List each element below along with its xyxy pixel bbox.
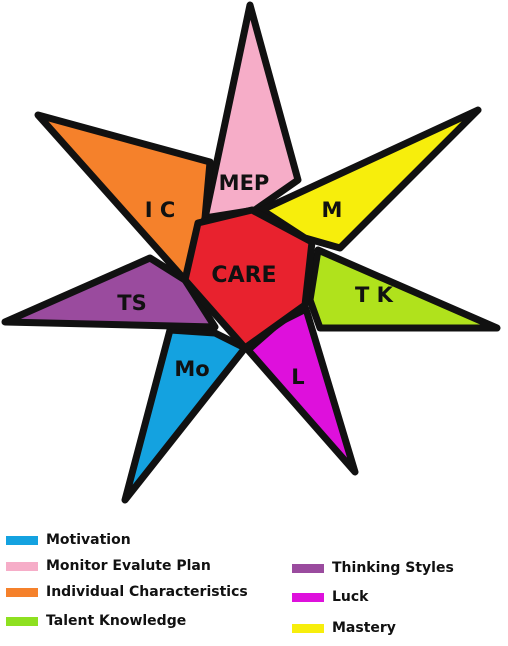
label-mo: Mo	[174, 357, 209, 381]
legend-label-individual-characteristics: Individual Characteristics	[46, 584, 248, 600]
legend-item-thinking-styles: Thinking Styles	[292, 560, 454, 576]
legend-swatch-talent-knowledge	[6, 616, 38, 626]
label-tk: T K	[355, 283, 394, 307]
legend-swatch-mastery	[292, 623, 324, 633]
point-mo	[121, 326, 249, 504]
legend-item-mastery: Mastery	[292, 620, 396, 636]
legend-item-luck: Luck	[292, 589, 369, 605]
center-hexagon	[181, 206, 316, 352]
label-mep: MEP	[219, 171, 270, 195]
star-diagram: MEP M T K L Mo TS I C CARE	[1, 1, 501, 504]
label-ts: TS	[117, 291, 146, 315]
legend-swatch-monitor-evalute-plan	[6, 561, 38, 571]
legend-label-luck: Luck	[332, 589, 369, 605]
label-m: M	[322, 198, 343, 222]
label-care: CARE	[211, 263, 276, 288]
legend-item-motivation: Motivation	[6, 532, 131, 548]
label-l: L	[291, 365, 304, 389]
legend-swatch-thinking-styles	[292, 563, 324, 573]
legend-swatch-individual-characteristics	[6, 587, 38, 597]
point-tk	[306, 246, 501, 332]
legend-swatch-luck	[292, 592, 324, 602]
legend-label-motivation: Motivation	[46, 532, 131, 548]
legend-swatch-motivation	[6, 535, 38, 545]
legend-item-monitor-evalute-plan: Monitor Evalute Plan	[6, 558, 211, 574]
legend-label-thinking-styles: Thinking Styles	[332, 560, 454, 576]
legend-label-monitor-evalute-plan: Monitor Evalute Plan	[46, 558, 211, 574]
point-ic	[34, 111, 214, 284]
legend-item-talent-knowledge: Talent Knowledge	[6, 613, 186, 629]
legend-item-individual-characteristics: Individual Characteristics	[6, 584, 248, 600]
legend-label-talent-knowledge: Talent Knowledge	[46, 613, 187, 629]
label-ic: I C	[145, 198, 176, 222]
legend-label-mastery: Mastery	[332, 620, 396, 636]
